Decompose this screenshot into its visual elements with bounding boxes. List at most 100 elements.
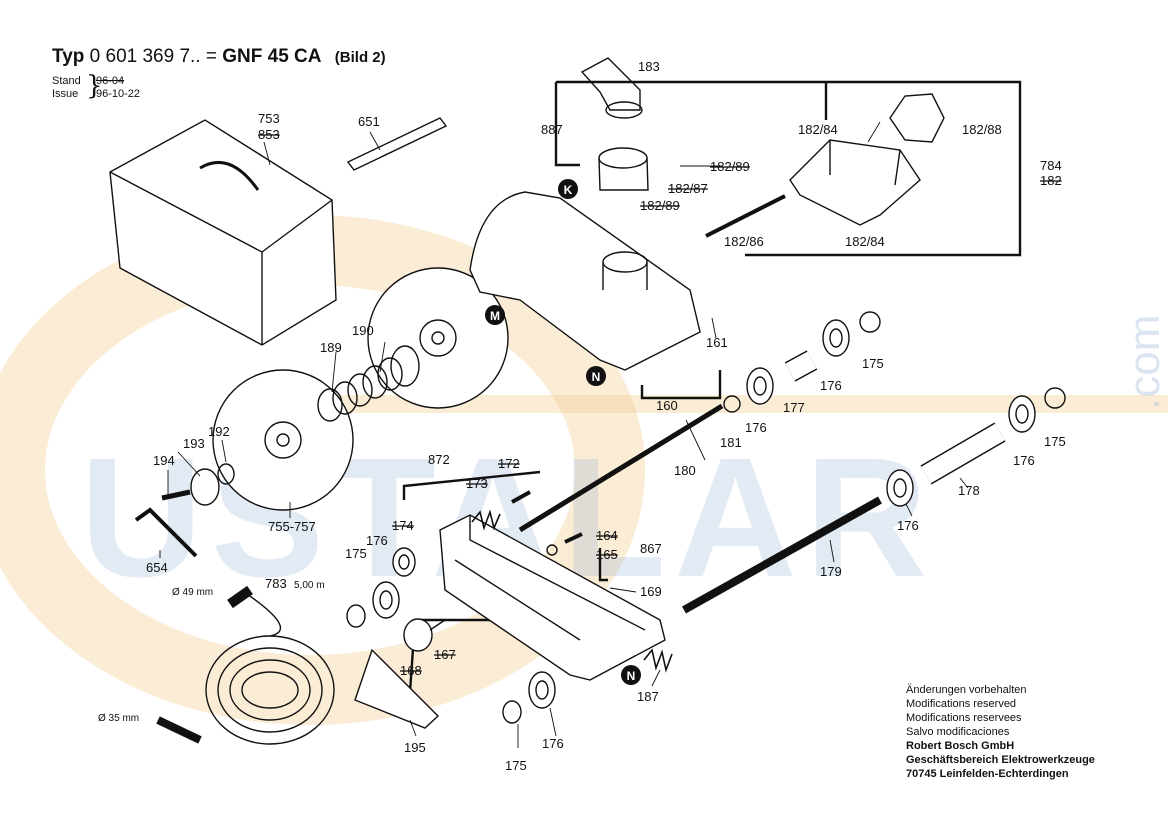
marker-n-base: N bbox=[621, 665, 641, 685]
part-164-struck: 164 bbox=[596, 528, 618, 543]
part-872: 872 bbox=[428, 452, 450, 467]
part-178: 178 bbox=[958, 483, 980, 498]
stand-row: Stand 96-04 bbox=[52, 75, 124, 87]
part-175-left: 175 bbox=[345, 546, 367, 561]
part-189: 189 bbox=[320, 340, 342, 355]
hose-diameter-small: Ø 35 mm bbox=[98, 713, 139, 724]
part-167-struck: 167 bbox=[434, 647, 456, 662]
part-193: 193 bbox=[183, 436, 205, 451]
spacer-stack bbox=[317, 345, 420, 422]
issue-value: 96-10-22 bbox=[96, 88, 141, 100]
part-195: 195 bbox=[404, 740, 426, 755]
bearing-174 bbox=[392, 547, 416, 577]
lock-knob bbox=[403, 618, 446, 652]
notes-block: Änderungen vorbehalten Modifications res… bbox=[906, 683, 1095, 781]
part-176-top2: 176 bbox=[745, 420, 767, 435]
bearing-176-right bbox=[1008, 395, 1036, 433]
svg-text:M: M bbox=[490, 309, 500, 323]
part-183: 183 bbox=[638, 59, 660, 74]
part-175-top: 175 bbox=[862, 356, 884, 371]
part-182-84-bottom: 182/84 bbox=[845, 234, 885, 249]
part-651: 651 bbox=[358, 114, 380, 129]
company-name: Robert Bosch GmbH bbox=[906, 740, 1015, 752]
part-169: 169 bbox=[640, 584, 662, 599]
handle-knob bbox=[889, 93, 945, 143]
part-172-struck: 172 bbox=[498, 456, 520, 471]
spring-173 bbox=[471, 509, 501, 531]
model-name: GNF 45 CA bbox=[222, 46, 322, 67]
long-bolt bbox=[705, 194, 786, 238]
issue-row: Issue 96-10-22 bbox=[52, 88, 140, 100]
page-title: Typ 0 601 369 7.. = GNF 45 CA (Bild 2) bbox=[52, 46, 386, 68]
part-182-88: 182/88 bbox=[962, 122, 1002, 137]
guide-rod-179 bbox=[682, 496, 882, 614]
pin-172 bbox=[511, 490, 531, 504]
part-161: 161 bbox=[706, 335, 728, 350]
part-784: 784 bbox=[1040, 158, 1062, 173]
part-179: 179 bbox=[820, 564, 842, 579]
part-190: 190 bbox=[352, 323, 374, 338]
part-654: 654 bbox=[146, 560, 168, 575]
model-suffix: 7.. = bbox=[179, 46, 217, 67]
part-176-mid: 176 bbox=[897, 518, 919, 533]
hose-diameter-large: Ø 49 mm bbox=[172, 587, 213, 598]
part-181: 181 bbox=[720, 435, 742, 450]
model-number: 0 601 369 bbox=[89, 46, 175, 67]
flange-washer bbox=[190, 468, 220, 506]
leader-lines bbox=[159, 121, 969, 748]
ring-175-top bbox=[859, 311, 881, 333]
blade-guard bbox=[469, 191, 701, 371]
part-176-left: 176 bbox=[366, 533, 388, 548]
part-853-struck: 853 bbox=[258, 127, 280, 142]
ring-175-right bbox=[1044, 387, 1066, 409]
diamond-blade-rear bbox=[367, 267, 509, 409]
marker-m: M bbox=[485, 305, 505, 325]
base-foot bbox=[354, 648, 440, 729]
issue-label: Issue bbox=[52, 88, 79, 100]
part-182-struck: 182 bbox=[1040, 173, 1062, 188]
part-165-struck: 165 bbox=[596, 547, 618, 562]
part-174-struck: 174 bbox=[392, 518, 414, 533]
part-867: 867 bbox=[640, 541, 662, 556]
part-753: 753 bbox=[258, 111, 280, 126]
part-175-bottom: 175 bbox=[505, 758, 527, 773]
dust-hose bbox=[156, 585, 335, 745]
part-177: 177 bbox=[783, 400, 805, 415]
dust-adapter bbox=[598, 147, 649, 191]
part-labels: 183 887 182/84 182/88 784 182 182/89 182… bbox=[98, 59, 1066, 773]
part-194: 194 bbox=[153, 453, 175, 468]
support-handle bbox=[789, 139, 921, 226]
note-line-2: Modifications reserved bbox=[906, 698, 1017, 710]
part-755-757: 755-757 bbox=[268, 519, 316, 534]
part-168-struck: 168 bbox=[400, 663, 422, 678]
part-182-84-top: 182/84 bbox=[798, 122, 838, 137]
part-180: 180 bbox=[674, 463, 696, 478]
bearing-176-top2 bbox=[746, 367, 774, 405]
carry-case bbox=[109, 119, 337, 346]
hose-length-label: 783 bbox=[265, 576, 287, 591]
spring-187 bbox=[643, 648, 673, 673]
part-176-right: 176 bbox=[1013, 453, 1035, 468]
ring-175-left bbox=[346, 604, 366, 628]
washer-165 bbox=[546, 544, 558, 556]
note-line-3: Modifications reservees bbox=[906, 712, 1022, 724]
screw-164 bbox=[564, 532, 583, 544]
note-line-4: Salvo modificaciones bbox=[906, 726, 1010, 738]
dust-elbow bbox=[580, 57, 643, 119]
marker-n-guard: N bbox=[586, 366, 606, 386]
svg-text:N: N bbox=[627, 669, 636, 683]
bearing-176-mid bbox=[886, 469, 914, 507]
stand-value: 96-04 bbox=[96, 75, 125, 87]
hex-key bbox=[134, 507, 198, 558]
bearing-176-top bbox=[822, 319, 850, 357]
bild-label: (Bild 2) bbox=[334, 49, 386, 66]
part-176-bottom: 176 bbox=[542, 736, 564, 751]
guide-rod-180 bbox=[518, 403, 724, 533]
washer-181 bbox=[723, 395, 741, 413]
meta-brace: } bbox=[86, 71, 103, 101]
part-182-86: 182/86 bbox=[724, 234, 764, 249]
hose-length-unit: 5,00 m bbox=[294, 580, 325, 591]
marker-k: K bbox=[558, 179, 578, 199]
part-175-right: 175 bbox=[1044, 434, 1066, 449]
